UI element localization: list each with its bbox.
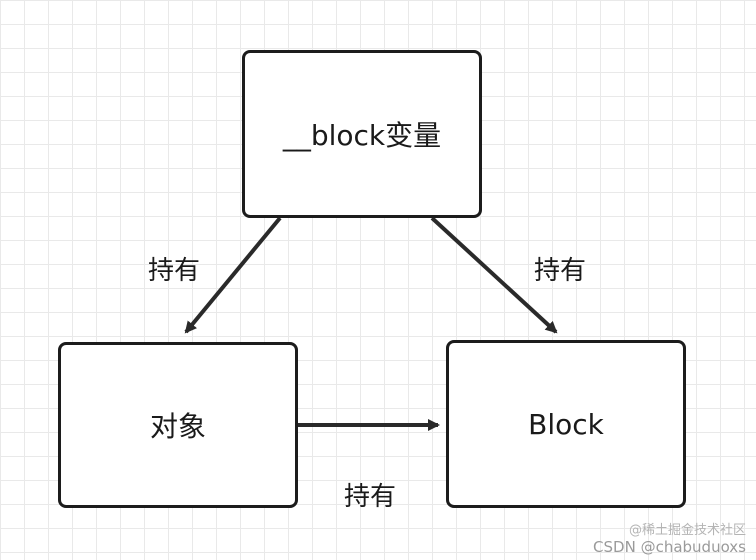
- edge-label-var-to-block: 持有: [534, 256, 587, 286]
- block-variable-label: __block变量: [282, 119, 442, 152]
- edge-label-var-to-object: 持有: [148, 256, 201, 286]
- object-node: 对象: [58, 342, 298, 508]
- edge-label-object-to-block: 持有: [344, 482, 397, 512]
- arrow-var-to-object: [184, 216, 282, 334]
- arrow-var-to-block: [430, 216, 558, 334]
- block-variable-node: __block变量: [242, 50, 482, 218]
- watermark-author: CSDN @chabuduoxs: [593, 537, 746, 556]
- object-label: 对象: [149, 410, 206, 443]
- block-node: Block: [446, 340, 686, 508]
- block-label: Block: [528, 407, 604, 441]
- watermark-site: @稀土掘金技术社区: [628, 523, 746, 538]
